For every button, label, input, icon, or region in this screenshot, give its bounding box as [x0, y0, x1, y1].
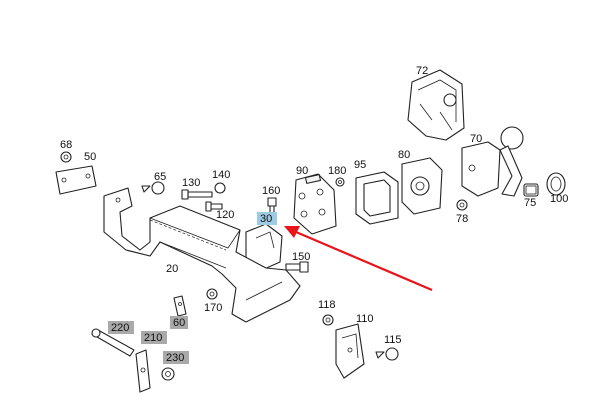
part-90-socket-plate: [293, 173, 337, 235]
label-100: 100: [550, 193, 568, 205]
label-170: 170: [204, 302, 222, 314]
label-220: 220: [111, 322, 129, 334]
label-220-highlight: [108, 321, 134, 334]
label-160: 160: [262, 185, 280, 197]
label-230-highlight: [163, 351, 189, 364]
part-100-cap: [546, 172, 566, 196]
part-80-socket-housing: [401, 157, 443, 215]
label-75: 75: [524, 197, 536, 209]
part-110-holder-bracket: [335, 323, 365, 379]
part-180-bolt: [335, 177, 345, 187]
part-68-washer: [60, 151, 72, 163]
label-20: 20: [166, 263, 178, 275]
label-72: 72: [416, 65, 428, 77]
part-170-washer: [206, 288, 218, 300]
part-150-bolt: [285, 261, 309, 273]
label-95: 95: [354, 159, 366, 171]
label-210: 210: [144, 332, 162, 344]
label-80: 80: [398, 149, 410, 161]
label-70: 70: [470, 133, 482, 145]
part-78-nut: [456, 199, 468, 211]
label-115: 115: [384, 334, 402, 346]
part-72-electrical-module: [407, 69, 465, 141]
label-68: 68: [60, 139, 72, 151]
label-140: 140: [212, 169, 230, 181]
label-60-highlight: [170, 316, 188, 329]
label-50: 50: [84, 151, 96, 163]
part-115-bolt: [375, 347, 399, 361]
part-120-bolt: [205, 201, 223, 212]
label-90: 90: [296, 165, 308, 177]
label-230: 230: [166, 352, 184, 364]
label-78: 78: [456, 213, 468, 225]
part-65-bolt: [141, 181, 165, 195]
part-70-ball-coupling: [461, 126, 524, 197]
part-220-long-bolt: [91, 328, 135, 357]
part-160-bolt: [267, 197, 277, 215]
part-210-bracket-strap: [135, 349, 151, 393]
part-118-washer: [322, 314, 334, 326]
label-120: 120: [216, 209, 234, 221]
label-30-highlight: [257, 212, 277, 225]
part-75-bolt: [523, 183, 539, 197]
part-60-plate: [173, 295, 187, 317]
label-110: 110: [356, 313, 374, 325]
part-95-frame: [355, 171, 399, 225]
label-130: 130: [182, 177, 200, 189]
part-140-bolt: [214, 182, 226, 194]
label-30: 30: [260, 213, 272, 225]
label-60: 60: [173, 317, 185, 329]
label-150: 150: [292, 251, 310, 263]
label-118: 118: [318, 299, 336, 311]
label-180: 180: [328, 165, 346, 177]
label-210-highlight: [141, 331, 167, 344]
part-130-bolt: [181, 189, 213, 200]
part-50-bracket-plate: [55, 165, 97, 195]
red-pointer-arrow: [284, 226, 433, 292]
label-65: 65: [154, 171, 166, 183]
part-230-nut: [161, 367, 175, 381]
